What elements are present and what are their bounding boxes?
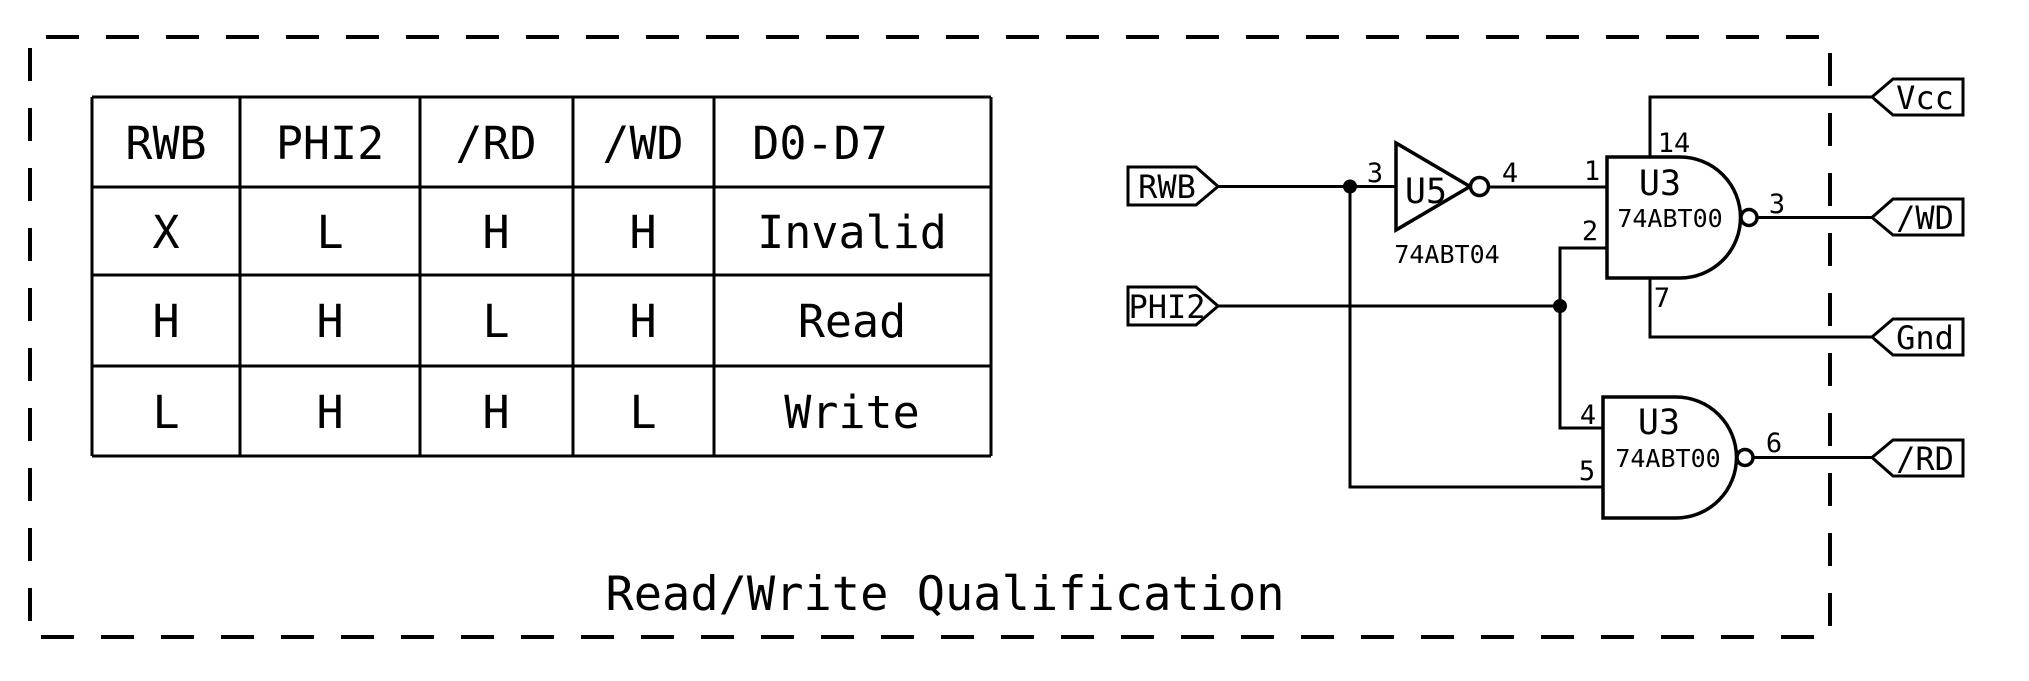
nand-top-part: 74ABT00 (1617, 204, 1722, 233)
net-tag-rwb-label: RWB (1138, 168, 1196, 206)
junction-dot-rwb (1343, 179, 1357, 194)
table-cell: H (152, 295, 179, 348)
table-cell: L (629, 386, 656, 439)
table-cell: H (316, 386, 343, 439)
table-cell: Write (784, 386, 919, 439)
net-tag-rd-icon (1869, 438, 1965, 478)
net-tag-gnd-label: Gnd (1896, 319, 1954, 357)
net-tags: RWB PHI2 Vcc /WD Gnd /RD (1126, 77, 1965, 478)
net-tag-gnd-icon (1869, 317, 1965, 357)
pin-number-7: 7 (1654, 283, 1670, 314)
table-cell: H (482, 386, 509, 439)
net-tag-phi2-icon (1126, 285, 1221, 327)
table-cell: Read (798, 295, 906, 348)
net-tag-vcc-icon (1869, 77, 1965, 117)
pin-number-1: 1 (1584, 156, 1600, 187)
inverter-triangle (1394, 139, 1474, 234)
table-cell: H (316, 295, 343, 348)
nand-bottom-ref: U3 (1638, 403, 1680, 443)
wire-rwb-to-nand2-pin5 (1348, 186, 1603, 489)
pin-number-2: 2 (1582, 216, 1598, 247)
net-tag-wd-icon (1869, 197, 1965, 237)
table-cell: H (629, 206, 656, 259)
pin-number-4-out: 4 (1502, 158, 1518, 189)
net-tag-wd-label: /WD (1896, 199, 1954, 237)
table-header-phi2: PHI2 (276, 117, 384, 170)
table-header-rd: /RD (455, 117, 536, 170)
nand-gate-top: U3 74ABT00 1 2 14 7 3 (1582, 128, 1785, 314)
junction-dot-phi2 (1553, 299, 1567, 313)
wire-phi2-branches (1558, 246, 1607, 430)
inverter-u5: U5 74ABT04 3 4 (1367, 139, 1518, 269)
net-tag-vcc-label: Vcc (1896, 79, 1954, 117)
inverter-bubble-icon (1468, 175, 1491, 198)
pin-number-6-out: 6 (1766, 428, 1782, 459)
inverter-ref: U5 (1405, 172, 1447, 212)
table-cell: L (152, 386, 179, 439)
table-cell: X (152, 206, 179, 259)
nand-gate-bottom: U3 74ABT00 4 5 6 (1579, 395, 1782, 520)
pin-number-3-in: 3 (1367, 158, 1383, 189)
pin-number-5: 5 (1579, 456, 1595, 487)
nand-bubble-icon (1739, 207, 1759, 228)
truth-table-text: RWB PHI2 /RD /WD D0-D7 X L H H Invalid H… (125, 117, 946, 439)
net-tag-phi2-label: PHI2 (1128, 288, 1205, 326)
table-header-wd: /WD (602, 117, 683, 170)
table-header-rwb: RWB (125, 117, 206, 170)
pin-number-14: 14 (1658, 128, 1691, 159)
net-tag-rwb-icon (1126, 165, 1221, 207)
table-cell: Invalid (757, 206, 947, 259)
pin-number-3-out: 3 (1769, 189, 1785, 220)
table-cell: H (629, 295, 656, 348)
truth-table (90, 95, 993, 458)
table-cell: H (482, 206, 509, 259)
wire-pin14-vcc (1648, 95, 1872, 157)
inverter-part: 74ABT04 (1394, 240, 1499, 269)
nand-top-ref: U3 (1639, 164, 1681, 204)
net-tag-rd-label: /RD (1896, 440, 1954, 478)
table-cell: L (316, 206, 343, 259)
table-cell: L (482, 295, 509, 348)
wire-pin7-gnd (1648, 278, 1872, 339)
pin-number-4: 4 (1580, 400, 1596, 431)
nand-bubble-icon (1735, 447, 1755, 468)
wires (1218, 95, 1872, 489)
nand-bottom-part: 74ABT00 (1615, 444, 1720, 473)
table-header-d0d7: D0-D7 (752, 117, 887, 170)
sheet-title: Read/Write Qualification (605, 567, 1284, 622)
